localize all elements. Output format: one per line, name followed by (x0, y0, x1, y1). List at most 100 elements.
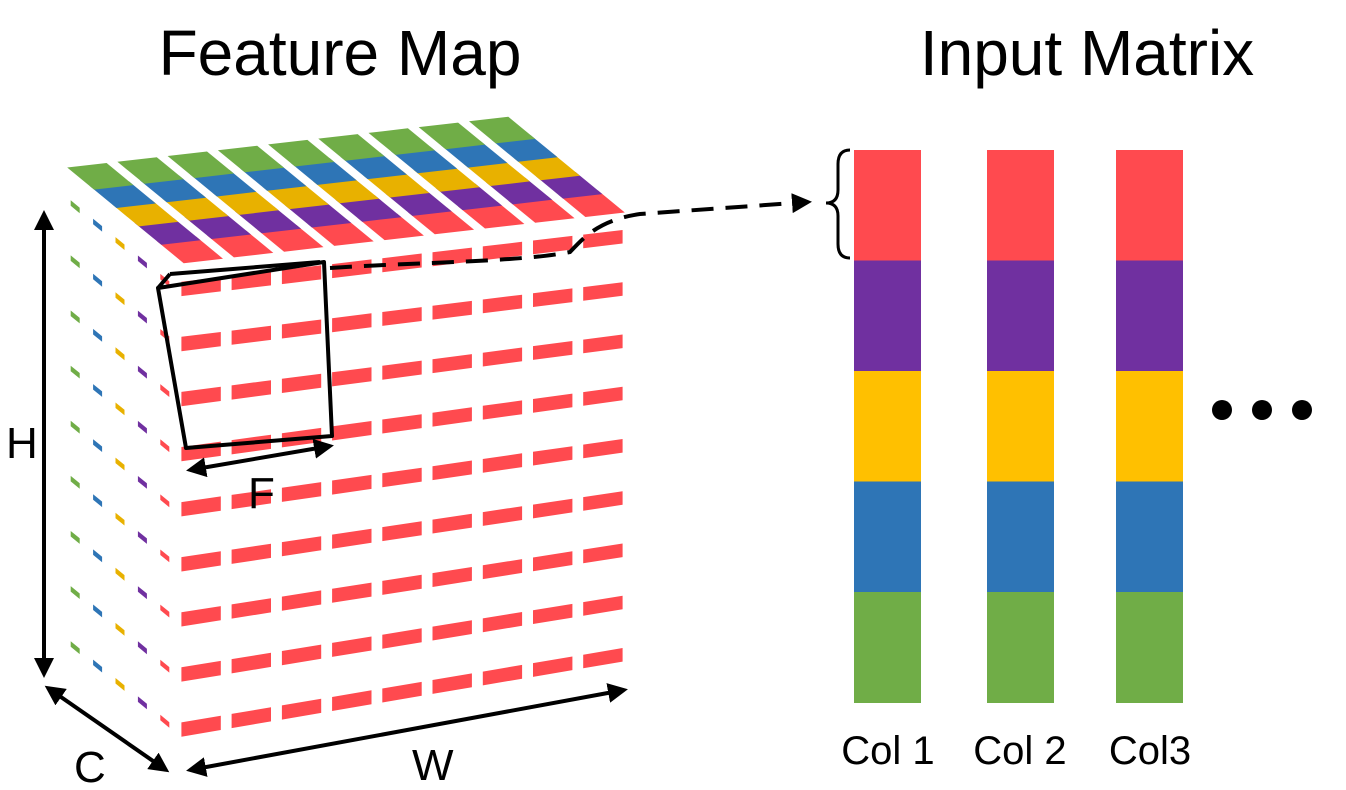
side-cell (137, 310, 147, 324)
front-cell (281, 482, 322, 502)
matrix-column-1 (854, 150, 921, 703)
front-cell (281, 644, 322, 666)
column-segment (987, 260, 1054, 372)
top-cell (167, 151, 234, 179)
front-cell (231, 598, 271, 619)
feature-map-cube (67, 116, 625, 737)
front-cell (382, 574, 422, 595)
front-cell (533, 393, 573, 413)
column-segment (1116, 260, 1183, 372)
front-cell (332, 367, 372, 387)
side-cell (160, 384, 170, 397)
column-segment (987, 371, 1054, 482)
side-cell (137, 365, 147, 379)
front-cell (482, 506, 523, 526)
side-cell (115, 237, 125, 250)
side-cell (115, 567, 125, 581)
front-cell (382, 681, 422, 703)
top-cell (117, 157, 184, 184)
front-cell (583, 282, 623, 301)
front-cell (432, 567, 472, 587)
side-cell (115, 678, 125, 691)
top-cell (67, 163, 134, 190)
input-matrix (854, 150, 1183, 703)
top-cell (268, 139, 335, 167)
front-cell (332, 528, 372, 549)
side-cell (160, 659, 170, 673)
front-cell (382, 360, 422, 380)
matrix-column-3 (1116, 150, 1183, 703)
front-cell (181, 551, 221, 572)
column-segment (1116, 481, 1183, 593)
width-label: W (412, 741, 454, 790)
front-cell (583, 543, 623, 564)
side-cell (137, 586, 147, 600)
cube-front-face (181, 230, 623, 737)
feature-map-title: Feature Map (159, 17, 522, 89)
front-cell (281, 373, 322, 393)
front-cell (533, 341, 573, 360)
top-cell (368, 128, 435, 155)
front-cell (382, 467, 422, 488)
front-cell (332, 474, 372, 495)
front-cell (231, 380, 271, 400)
side-cell (115, 457, 125, 471)
front-cell (533, 288, 573, 307)
front-cell (482, 664, 523, 686)
side-cell (160, 439, 170, 453)
side-cell (115, 347, 125, 361)
input-matrix-title: Input Matrix (920, 17, 1254, 89)
filter-label: F (248, 469, 275, 518)
side-cell (93, 604, 103, 618)
segment-brace (825, 148, 851, 260)
channels-label: C (74, 743, 106, 790)
front-cell (482, 612, 523, 633)
column-3-label: Col3 (1109, 729, 1191, 773)
front-cell (583, 491, 623, 511)
front-cell (583, 334, 623, 354)
side-cell (137, 641, 147, 655)
front-cell (382, 521, 422, 542)
front-cell (332, 259, 372, 279)
cube-top-face (67, 116, 625, 264)
front-cell (231, 652, 271, 674)
front-cell (332, 636, 372, 657)
front-cell (432, 300, 472, 320)
front-cell (432, 407, 472, 427)
ellipsis-dot (1292, 400, 1312, 420)
side-cell (137, 255, 147, 269)
front-cell (181, 660, 221, 682)
side-cell (70, 200, 80, 214)
column-segment (854, 481, 921, 593)
front-cell (533, 498, 573, 519)
front-cell (482, 347, 523, 367)
front-cell (533, 446, 573, 466)
side-cell (137, 420, 147, 434)
side-cell (70, 475, 80, 489)
column-2-label: Col 2 (973, 729, 1066, 773)
front-cell (583, 230, 623, 249)
side-cell (160, 714, 170, 728)
front-cell (181, 715, 221, 737)
column-segment (854, 150, 921, 261)
cube-side-face (70, 200, 170, 728)
side-cell (93, 659, 103, 673)
side-cell (115, 512, 125, 526)
width-arrow (186, 683, 628, 777)
side-cell (160, 604, 170, 618)
front-cell (482, 453, 523, 473)
front-cell (583, 648, 623, 669)
top-cell (469, 116, 536, 144)
front-cell (181, 496, 221, 517)
front-cell (281, 698, 322, 720)
filter-window-outline (156, 260, 334, 450)
top-cell (318, 134, 385, 161)
front-cell (432, 673, 472, 694)
more-columns-ellipsis (1212, 400, 1312, 420)
channels-arrow (44, 685, 170, 773)
front-cell (231, 707, 271, 729)
front-cell (533, 656, 573, 677)
side-cell (160, 549, 170, 563)
